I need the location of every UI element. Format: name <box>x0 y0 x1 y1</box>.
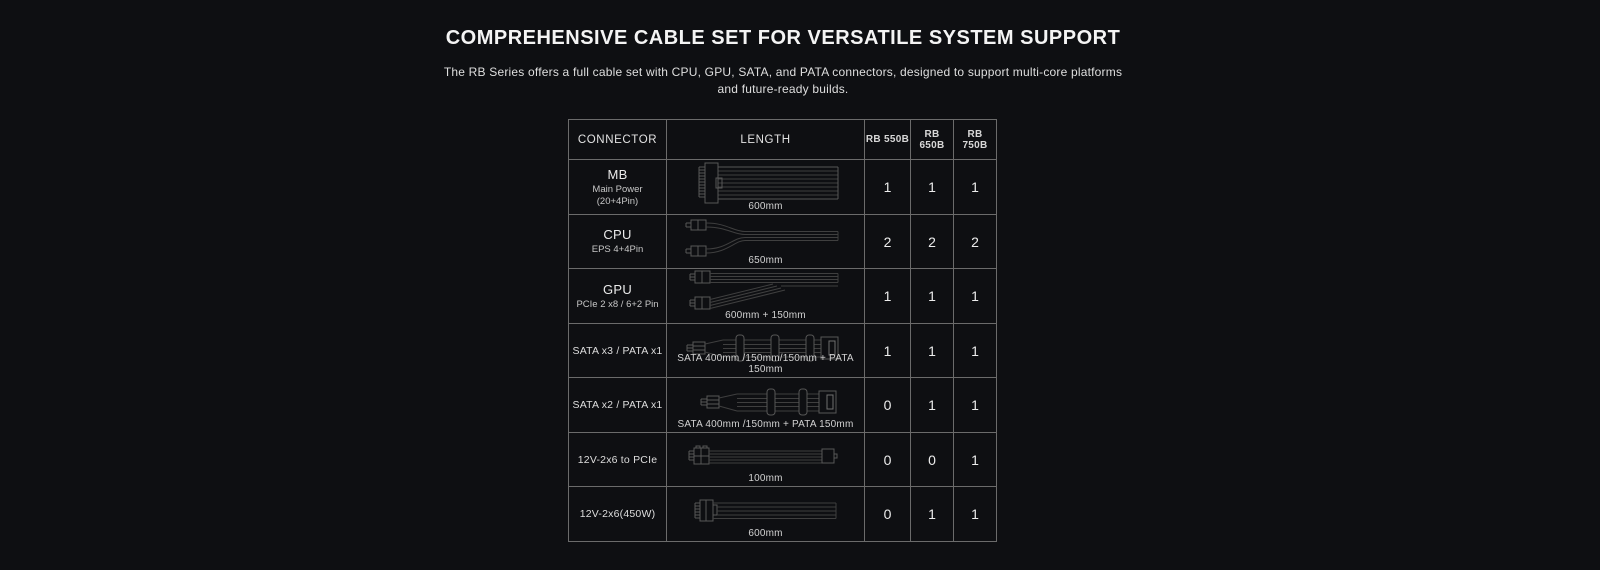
connector-name: GPU <box>602 281 633 297</box>
subtitle-line-1: The RB Series offers a full cable set wi… <box>443 65 1123 79</box>
header-rb550b: RB 550B <box>864 118 911 161</box>
count-rb750b: 2 <box>953 213 997 270</box>
page-subtitle: The RB Series offers a full cable set wi… <box>0 64 1566 98</box>
connector-name: SATA x3 / PATA x1 <box>572 344 663 357</box>
count-rb750b: 1 <box>953 268 997 324</box>
connector-sub: PCIe 2 x8 / 6+2 Pin <box>576 298 659 310</box>
count-rb550b: 0 <box>864 486 911 542</box>
count-rb650b: 2 <box>910 213 954 270</box>
length-cell: SATA 400mm /150mm + PATA 150mm <box>666 377 865 433</box>
table-row: SATA x3 / PATA x1 <box>568 322 997 379</box>
count-rb750b: 1 <box>953 159 997 215</box>
length-cell: 650mm <box>666 213 865 270</box>
count-rb750b: 1 <box>953 322 997 379</box>
connector-name: 12V-2x6 to PCIe <box>577 453 658 466</box>
length-caption: SATA 400mm /150mm + PATA 150mm <box>677 418 854 430</box>
count-rb650b: 0 <box>910 431 954 488</box>
count-rb650b: 1 <box>910 159 954 215</box>
12v-2x6-450w-cable-icon <box>694 499 836 522</box>
connector-cell-mb: MB Main Power (20+4Pin) <box>568 159 667 215</box>
count-rb550b: 2 <box>864 213 911 270</box>
length-caption: 100mm <box>748 473 783 485</box>
header-length: LENGTH <box>666 118 865 161</box>
length-cell: SATA 400mm /150mm/150mm + PATA 150mm <box>666 322 865 379</box>
count-rb650b: 1 <box>910 322 954 379</box>
table-row: SATA x2 / PATA x1 <box>568 377 997 433</box>
connector-cell-cpu: CPU EPS 4+4Pin <box>568 213 667 270</box>
gpu-pcie-cable-icon <box>689 270 838 310</box>
connector-cell-12v2x6-450w: 12V-2x6(450W) <box>568 486 667 542</box>
table-row: GPU PCIe 2 x8 / 6+2 Pin 600mm <box>568 268 997 324</box>
table-row: CPU EPS 4+4Pin 650mm 2 <box>568 213 997 270</box>
cable-spec-table: CONNECTOR LENGTH RB 550B RB 650B RB 750B… <box>568 118 997 542</box>
length-caption: 600mm <box>748 200 783 212</box>
connector-cell-12v2x6-pcie: 12V-2x6 to PCIe <box>568 431 667 488</box>
connector-name: 12V-2x6(450W) <box>579 508 656 521</box>
connector-sub: EPS 4+4Pin <box>591 244 644 256</box>
connector-cell-sata3: SATA x3 / PATA x1 <box>568 322 667 379</box>
table-row: 12V-2x6 to PCIe <box>568 431 997 488</box>
mb-24pin-cable-icon <box>698 162 838 204</box>
cpu-eps-cable-icon <box>685 219 838 257</box>
connector-name: SATA x2 / PATA x1 <box>572 399 663 412</box>
length-caption: SATA 400mm /150mm/150mm + PATA 150mm <box>677 353 854 376</box>
connector-cell-gpu: GPU PCIe 2 x8 / 6+2 Pin <box>568 268 667 324</box>
sata-x2-pata-cable-icon <box>700 388 836 416</box>
table-row: MB Main Power (20+4Pin) 600mm <box>568 159 997 215</box>
length-cell: 100mm <box>666 431 865 488</box>
page-title: COMPREHENSIVE CABLE SET FOR VERSATILE SY… <box>445 27 1121 49</box>
count-rb550b: 0 <box>864 377 911 433</box>
section-header: COMPREHENSIVE CABLE SET FOR VERSATILE SY… <box>0 27 1566 98</box>
subtitle-line-2: and future-ready builds. <box>717 82 849 96</box>
count-rb550b: 1 <box>864 159 911 215</box>
count-rb750b: 1 <box>953 486 997 542</box>
length-cell: 600mm <box>666 486 865 542</box>
count-rb550b: 1 <box>864 268 911 324</box>
count-rb550b: 0 <box>864 431 911 488</box>
header-connector: CONNECTOR <box>568 118 667 161</box>
connector-sub: (20+4Pin) <box>596 195 639 207</box>
connector-name: MB <box>607 166 628 182</box>
table-row: 12V-2x6(450W) 600mm 0 1 1 <box>568 486 997 542</box>
12v-2x6-to-pcie-cable-icon <box>688 445 837 465</box>
count-rb750b: 1 <box>953 377 997 433</box>
length-caption: 600mm <box>748 528 783 539</box>
table-header-row: CONNECTOR LENGTH RB 550B RB 650B RB 750B <box>568 118 997 161</box>
count-rb550b: 1 <box>864 322 911 379</box>
count-rb750b: 1 <box>953 431 997 488</box>
connector-cell-sata2: SATA x2 / PATA x1 <box>568 377 667 433</box>
length-cell: 600mm + 150mm <box>666 268 865 324</box>
header-rb750b: RB 750B <box>953 118 997 161</box>
count-rb650b: 1 <box>910 377 954 433</box>
connector-name: CPU <box>603 227 632 243</box>
length-cell: 600mm <box>666 159 865 215</box>
header-rb650b: RB 650B <box>910 118 954 161</box>
count-rb650b: 1 <box>910 486 954 542</box>
sata-x3-pata-cable-icon <box>686 334 838 362</box>
connector-sub: Main Power <box>592 183 643 195</box>
length-caption: 650mm <box>748 255 783 267</box>
count-rb650b: 1 <box>910 268 954 324</box>
length-caption: 600mm + 150mm <box>725 309 806 321</box>
